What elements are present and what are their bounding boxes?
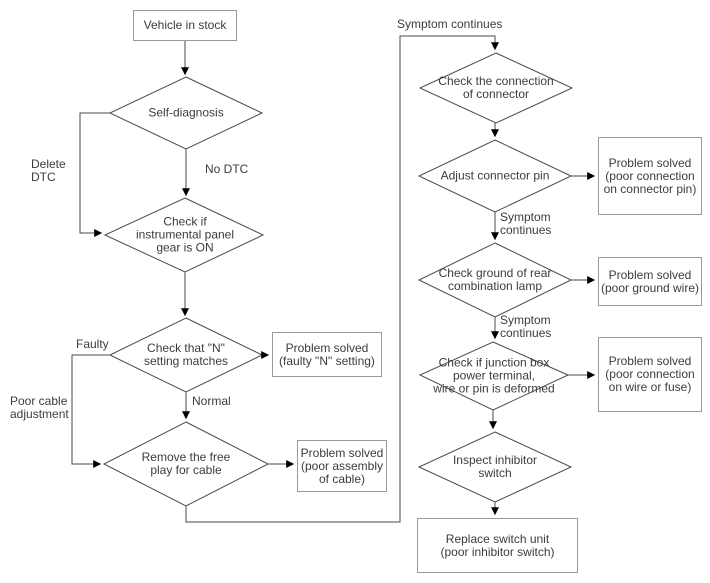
edge-faulty-loop bbox=[71, 354, 110, 468]
node-self-diagnosis: Self-diagnosis bbox=[148, 105, 224, 120]
node-problem-solved-connector-pin: Problem solved (poor connection on conne… bbox=[598, 137, 702, 215]
label-symptom-continues-top: Symptom continues bbox=[397, 17, 503, 31]
label-delete-dtc: Delete DTC bbox=[31, 157, 66, 184]
node-check-connector: Check the connection of connector bbox=[438, 74, 554, 101]
edge-delete-dtc-loop bbox=[79, 112, 110, 237]
diamond-check-connector-outline bbox=[418, 52, 574, 124]
node-problem-solved-wire-fuse: Problem solved (poor connection on wire … bbox=[598, 337, 702, 412]
node-problem-solved-cable: Problem solved (poor assembly of cable) bbox=[297, 440, 387, 492]
node-ground-lamp: Check ground of rear combination lamp bbox=[438, 266, 552, 293]
node-problem-solved-n-setting: Problem solved (faulty "N" setting) bbox=[272, 332, 382, 377]
label-faulty: Faulty bbox=[76, 337, 109, 351]
edge-free-play-to-check-connector bbox=[185, 35, 499, 523]
node-adjust-pin: Adjust connector pin bbox=[440, 168, 550, 183]
node-panel-gear: Check if instrumental panel gear is ON bbox=[135, 214, 235, 255]
label-normal: Normal bbox=[192, 394, 231, 408]
label-poor-cable-adjustment: Poor cable adjustment bbox=[10, 394, 69, 421]
node-inspect-switch: Inspect inhibitor switch bbox=[452, 453, 538, 480]
label-symptom-continues-2: Symptom continues bbox=[500, 313, 552, 340]
node-free-play: Remove the free play for cable bbox=[141, 450, 231, 477]
node-replace-switch-unit: Replace switch unit (poor inhibitor swit… bbox=[417, 518, 578, 573]
label-no-dtc: No DTC bbox=[205, 162, 249, 176]
node-problem-solved-ground-wire: Problem solved (poor ground wire) bbox=[598, 257, 702, 306]
label-symptom-continues-1: Symptom continues bbox=[500, 210, 552, 237]
node-n-setting: Check that "N" setting matches bbox=[143, 341, 229, 368]
node-vehicle-in-stock: Vehicle in stock bbox=[133, 10, 237, 41]
node-junction-box: Check if junction box power terminal, wi… bbox=[433, 355, 555, 396]
